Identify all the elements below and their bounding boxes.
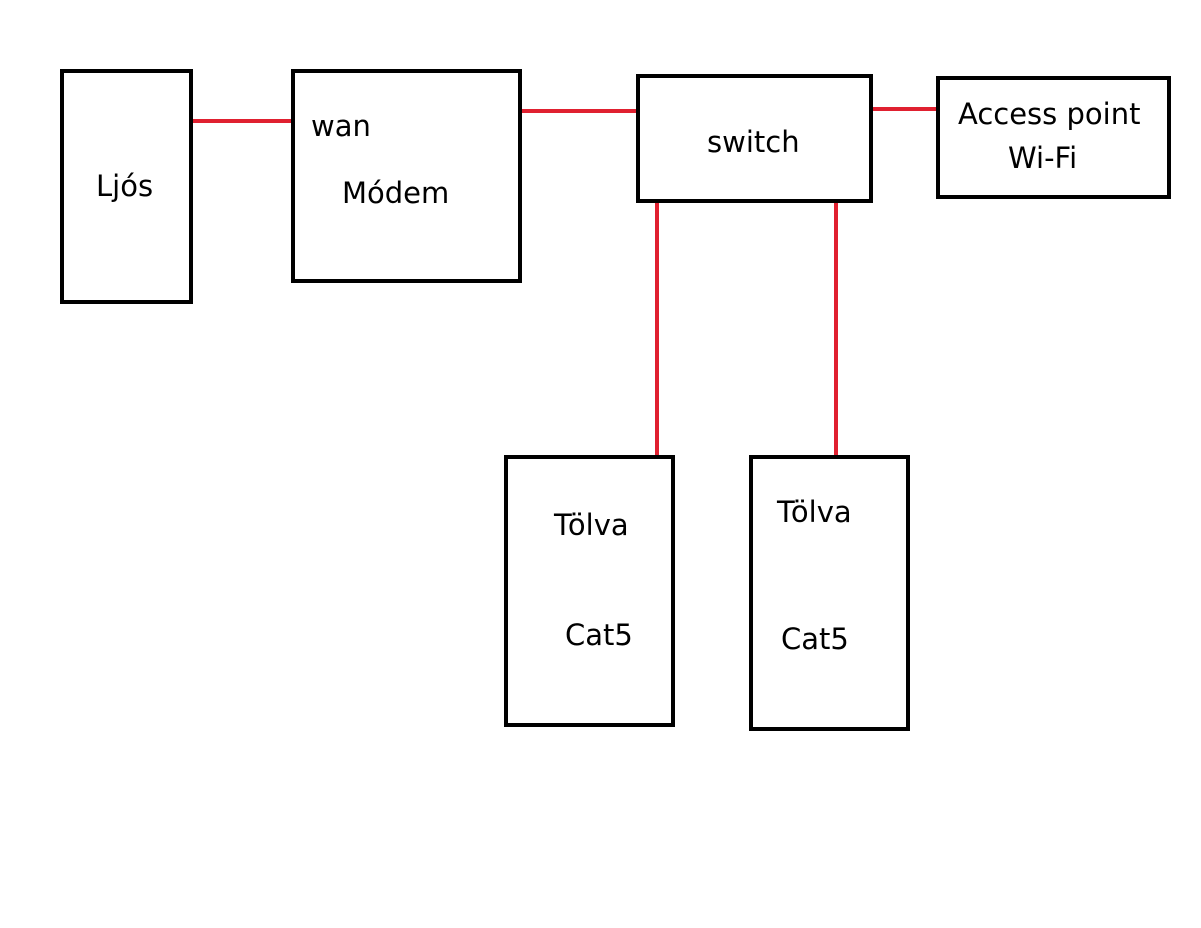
tolva-2-label: Tölva	[777, 495, 852, 529]
tolva-1-label: Tölva	[554, 508, 629, 542]
modem-label: Módem	[342, 176, 450, 210]
access-point-node: Access point Wi-Fi	[936, 76, 1171, 199]
modem-wan-port-label: wan	[311, 109, 371, 143]
modem-node: wan Módem	[291, 69, 522, 283]
access-point-label-line1: Access point	[958, 97, 1141, 131]
ljos-label: Ljós	[96, 169, 154, 203]
tolva-1-node: Tölva Cat5	[504, 455, 675, 727]
wire-switch-to-tolva-1	[655, 199, 659, 459]
wire-modem-to-switch	[518, 109, 640, 113]
access-point-label-line2: Wi-Fi	[1008, 141, 1078, 175]
wire-ljos-to-modem	[190, 119, 295, 123]
tolva-2-node: Tölva Cat5	[749, 455, 910, 731]
wire-switch-to-access-point	[870, 107, 940, 111]
switch-label: switch	[707, 125, 800, 159]
wire-switch-to-tolva-2	[834, 199, 838, 459]
ljos-node: Ljós	[60, 69, 193, 304]
tolva-1-cable-label: Cat5	[565, 618, 633, 652]
tolva-2-cable-label: Cat5	[781, 622, 849, 656]
switch-node: switch	[636, 74, 873, 203]
